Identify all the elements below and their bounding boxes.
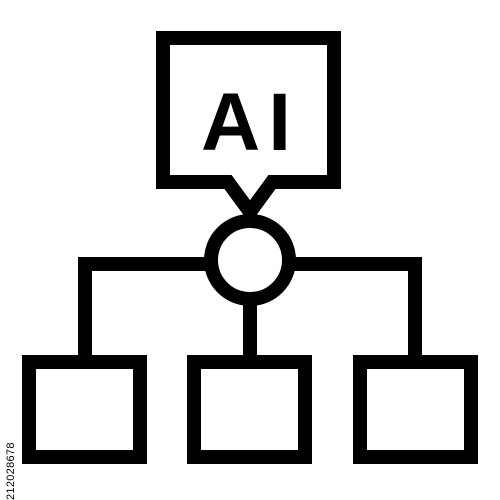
stock-id-text: 212028678 <box>5 442 17 500</box>
hub-node-circle <box>204 214 296 306</box>
ai-badge-label: AI <box>201 77 299 168</box>
child-node-right <box>353 355 478 464</box>
child-node-left <box>22 355 147 464</box>
speech-bubble-shape <box>156 31 341 224</box>
child-node-center <box>187 355 312 464</box>
stock-id-watermark: 212028678 <box>0 250 20 500</box>
